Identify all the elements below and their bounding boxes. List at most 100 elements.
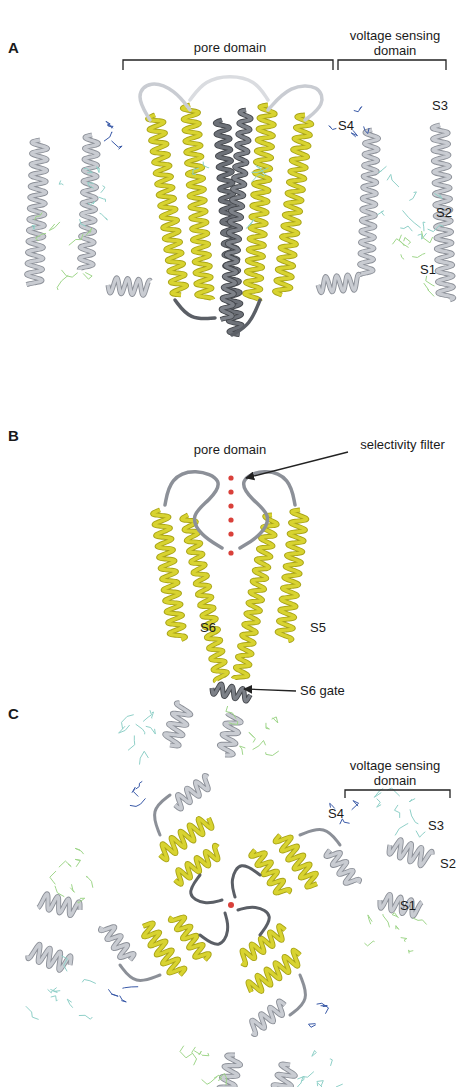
panel-letter: A (8, 40, 28, 55)
loop-coil (290, 975, 305, 1015)
helix-ribbon (27, 140, 48, 285)
loop-coil (232, 866, 260, 897)
side-chain (256, 166, 269, 171)
helix-label: S1 (400, 898, 430, 913)
side-chain (251, 171, 267, 175)
side-chain (49, 222, 60, 230)
helix-outline (175, 775, 208, 809)
side-chain (202, 1077, 218, 1085)
helix-label: S3 (428, 818, 458, 833)
region-label: voltage sensing domain (340, 758, 450, 788)
helix-ribbon (219, 713, 241, 755)
side-chain (387, 174, 399, 187)
side-chain (226, 706, 236, 719)
side-chain (132, 787, 138, 796)
side-chain (51, 996, 58, 1001)
side-chain (122, 987, 138, 989)
side-chain (75, 859, 80, 866)
side-chain (330, 1059, 333, 1066)
helix-outline (108, 278, 151, 295)
helix-ribbon (269, 1064, 295, 1087)
helix-label: S2 (436, 205, 466, 220)
helix-ribbon (318, 274, 359, 292)
side-chain (80, 219, 86, 226)
side-chain (120, 996, 127, 1002)
helix-label: S3 (432, 98, 462, 113)
side-chain (422, 231, 433, 243)
side-chain (26, 1006, 39, 1019)
helix-ribbon (182, 105, 212, 299)
side-chain (434, 193, 442, 198)
side-chain (104, 132, 112, 141)
side-chain (412, 253, 425, 257)
side-chain (69, 234, 83, 245)
side-chain (229, 721, 238, 724)
side-chain (88, 183, 94, 189)
loop-coil (140, 84, 190, 120)
side-chain (301, 1072, 314, 1084)
subunit (119, 703, 279, 975)
side-chain (70, 884, 74, 892)
helix-ribbon (175, 775, 208, 809)
helix-ribbon (359, 130, 378, 275)
helix-outline (252, 1001, 285, 1035)
helix-ribbon (38, 894, 80, 916)
side-chain (253, 740, 266, 749)
side-chain (67, 999, 73, 1008)
side-chain (317, 1081, 324, 1087)
helix-label: S1 (420, 262, 450, 277)
helix-outline (182, 515, 227, 681)
callout-label: selectivity filter (340, 437, 465, 452)
side-chain (79, 1015, 92, 1019)
region-label: pore domain (160, 442, 300, 457)
helix-ribbon (165, 703, 191, 746)
side-chain (201, 1053, 209, 1056)
helix-ribbon (326, 850, 360, 883)
subunit (180, 835, 343, 1087)
side-chain (379, 166, 387, 172)
side-chain (428, 225, 444, 232)
side-chain (329, 126, 336, 130)
side-chain (83, 272, 92, 279)
side-chain (36, 233, 46, 241)
helix-ribbon (277, 510, 306, 641)
side-chain (192, 1047, 197, 1065)
side-chain (309, 1024, 316, 1028)
side-chain (50, 871, 56, 884)
helix-ribbon (108, 278, 151, 295)
side-chain (426, 276, 435, 286)
side-chain (409, 950, 414, 954)
side-chain (364, 941, 374, 946)
helix-outline (38, 894, 80, 916)
side-chain (377, 799, 381, 808)
ribbon-layers (26, 77, 454, 1087)
side-chain (409, 192, 416, 201)
loop-coil (238, 907, 269, 935)
side-chain (59, 861, 71, 867)
side-chain (220, 1073, 227, 1085)
side-chain (86, 228, 92, 235)
side-chain (130, 798, 146, 806)
side-chain (82, 980, 96, 984)
side-chain (32, 225, 35, 229)
helix-outline (212, 684, 250, 701)
side-chain (409, 799, 415, 802)
callout-label: S6 gate (300, 683, 380, 698)
helix-outline (275, 115, 312, 295)
side-chain (143, 710, 151, 721)
side-chain (57, 275, 68, 290)
side-chain (108, 989, 118, 996)
side-chain (354, 107, 362, 112)
side-chain (252, 174, 264, 182)
side-chain (401, 938, 407, 942)
loop-coil (300, 830, 340, 845)
side-chain (312, 1050, 317, 1056)
side-chain (272, 717, 278, 723)
bracket (338, 60, 446, 70)
region-label: voltage sensing domain (340, 28, 450, 58)
side-chain (392, 913, 398, 918)
side-chain (400, 226, 412, 231)
helix-label: S4 (338, 118, 368, 133)
side-chain (249, 732, 255, 742)
